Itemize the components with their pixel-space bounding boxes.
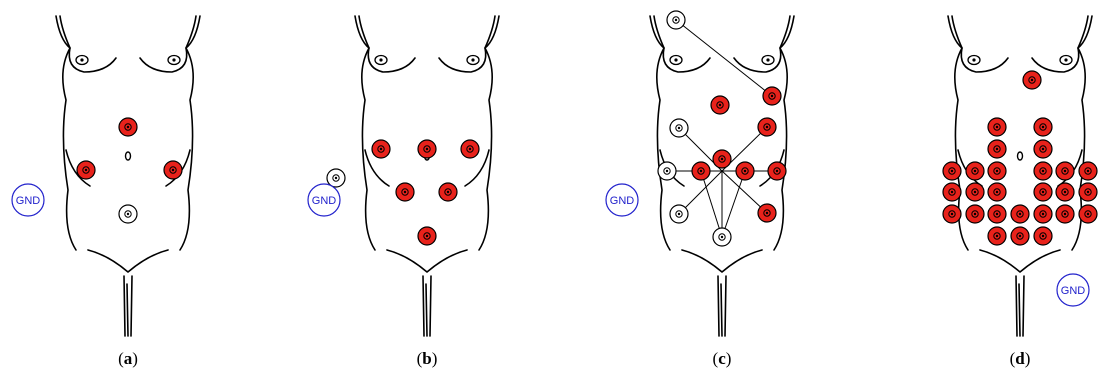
ground-electrode-a: GND (12, 184, 44, 216)
active-electrode (1079, 183, 1097, 201)
active-electrode (988, 140, 1006, 158)
ground-label: GND (610, 195, 635, 207)
nipple-left (375, 56, 387, 65)
nipple-left (670, 56, 682, 65)
active-electrode (966, 205, 984, 223)
active-electrode (758, 118, 776, 136)
caption-d: (d) (1010, 349, 1031, 368)
reference-electrode (119, 205, 137, 223)
active-electrode (418, 227, 436, 245)
active-electrode (966, 183, 984, 201)
active-electrode (164, 161, 182, 179)
active-electrode (966, 162, 984, 180)
active-electrode (77, 161, 95, 179)
nipple-right (467, 56, 479, 65)
ground-electrode-c: GND (606, 184, 638, 216)
active-electrode (119, 118, 137, 136)
active-electrode (1056, 162, 1074, 180)
caption-c: (c) (713, 349, 732, 368)
panel-b (327, 16, 499, 336)
active-electrode (1034, 205, 1052, 223)
electrode-wire (722, 171, 745, 237)
active-electrode (396, 183, 414, 201)
active-electrode (943, 162, 961, 180)
active-electrode (1056, 183, 1074, 201)
panel-a (56, 16, 200, 336)
active-electrode (763, 87, 781, 105)
active-electrode (988, 227, 1006, 245)
active-electrode (1011, 227, 1029, 245)
active-electrode (736, 162, 754, 180)
active-electrode (943, 205, 961, 223)
caption-b: (b) (417, 349, 438, 368)
torso-outline (355, 16, 499, 336)
active-electrode (1034, 162, 1052, 180)
nipple-left (76, 56, 88, 65)
active-electrode (692, 162, 710, 180)
active-electrode (439, 183, 457, 201)
active-electrode (988, 162, 1006, 180)
active-electrode (1034, 140, 1052, 158)
active-electrode (1079, 162, 1097, 180)
active-electrode (1034, 227, 1052, 245)
active-electrode (943, 183, 961, 201)
active-electrode (1011, 205, 1029, 223)
reference-electrode (667, 11, 685, 29)
reference-electrode (670, 119, 688, 137)
panel-c (650, 11, 794, 336)
ground-label: GND (1061, 285, 1086, 297)
ground-electrode-d: GND (1057, 274, 1089, 306)
active-electrode (988, 183, 1006, 201)
reference-electrode (713, 228, 731, 246)
active-electrode (1034, 183, 1052, 201)
active-electrode (1023, 71, 1041, 89)
active-electrode (372, 140, 390, 158)
nipple-right (1060, 56, 1072, 65)
reference-electrode (670, 205, 688, 223)
electrode-wire (676, 20, 772, 96)
nipple-left (968, 56, 980, 65)
active-electrode (1034, 118, 1052, 136)
active-electrode (1079, 205, 1097, 223)
active-electrode (1056, 205, 1074, 223)
active-electrode (711, 96, 729, 114)
ground-label: GND (312, 195, 337, 207)
active-electrode (758, 204, 776, 222)
ground-label: GND (16, 195, 41, 207)
active-electrode (988, 205, 1006, 223)
active-electrode (461, 140, 479, 158)
caption-a: (a) (118, 349, 138, 368)
nipple-right (762, 56, 774, 65)
reference-electrode (327, 169, 345, 187)
active-electrode (418, 140, 436, 158)
nipple-right (168, 56, 180, 65)
active-electrode (988, 118, 1006, 136)
active-electrode (768, 162, 786, 180)
reference-electrode (658, 162, 676, 180)
ground-electrode-b: GND (308, 184, 340, 216)
active-electrode (713, 150, 731, 168)
